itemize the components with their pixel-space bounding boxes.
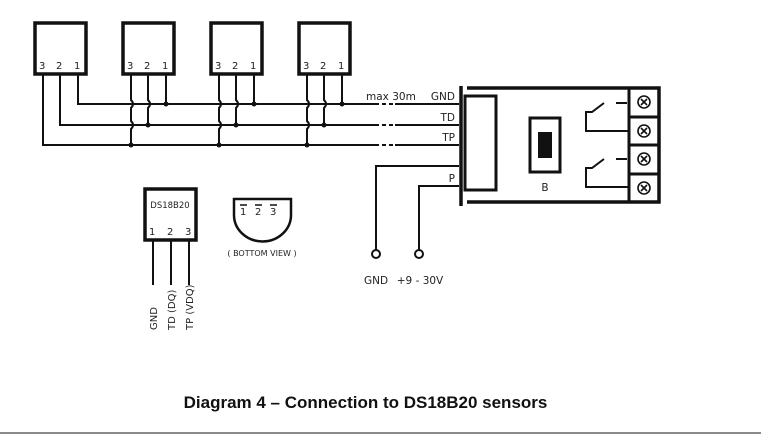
button-b [528,116,562,174]
bottom-view-outline [232,197,293,243]
power-supply-wire [418,185,459,250]
button-b-label: B [541,182,548,194]
divider [0,432,761,434]
sensor-1-pin-2: 2 [56,61,62,72]
tp-line-label: TP [441,132,455,144]
power-gnd-label: GND [364,275,388,287]
sensor-3-pin-2: 2 [232,61,238,72]
terminal-screw-icon [637,181,651,195]
chip-pin-gnd-label: GND [149,307,160,330]
gnd-line-label: GND [431,91,455,103]
chip-pin-2: 2 [167,227,173,238]
td-line-label: TD [440,112,456,124]
chip-pin-1: 1 [149,227,155,238]
sensor-1-pin-3: 3 [39,61,45,72]
chip-pin-td-label: TD (DQ) [167,290,178,331]
gnd-terminal [371,249,381,259]
bottom-pin-1: 1 [240,207,246,218]
bottom-view-label: ( BOTTOM VIEW ) [227,249,296,258]
caption-text: Diagram 4 – Connection to DS18B20 sensor… [183,393,548,412]
terminal-screw-icon [637,95,651,109]
diagram-caption: Diagram 4 – Connection to DS18B20 sensor… [0,393,761,413]
p-line-label: P [449,173,455,185]
sensor-4-pin-1: 1 [338,61,344,72]
terminal-screw-icon [637,124,651,138]
chip-pin-3: 3 [185,227,191,238]
bus-line-tp [42,74,375,146]
chip-pin-tp-label: TP (VDQ) [185,284,196,331]
bottom-pin-3: 3 [270,207,276,218]
bottom-pin-2: 2 [255,207,261,218]
bus-line-td [59,74,375,126]
power-supply-label: +9 - 30V [397,275,444,287]
connector-block [463,94,498,192]
sensor-3-pin-1: 1 [250,61,256,72]
supply-terminal [414,249,424,259]
sensor-4-pin-2: 2 [320,61,326,72]
max-length-label: max 30m [366,91,416,103]
sensor-4-pin-3: 3 [303,61,309,72]
chip-name: DS18B20 [150,201,189,211]
sensor-1-pin-1: 1 [74,61,80,72]
terminal-screw-icon [637,152,651,166]
power-gnd-wire [375,165,459,250]
bus-line-gnd [77,74,375,105]
sensor-2-pin-3: 3 [127,61,133,72]
relay-2 [585,158,629,188]
relay-1 [585,102,629,132]
sensor-2-pin-2: 2 [144,61,150,72]
sensor-2-pin-1: 1 [162,61,168,72]
sensor-3-pin-3: 3 [215,61,221,72]
